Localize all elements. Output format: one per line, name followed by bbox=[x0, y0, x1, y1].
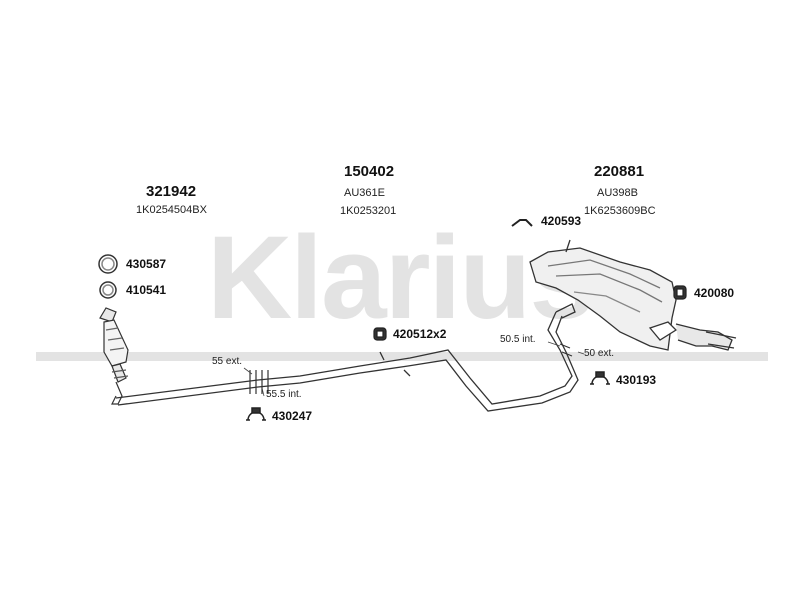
ring-icon-410541 bbox=[99, 281, 117, 299]
clamp-icon-430193 bbox=[590, 371, 610, 385]
exhaust-pipe bbox=[115, 303, 579, 412]
part-code-220881: AU398B bbox=[597, 187, 638, 199]
part-ref-150402: 1K0253201 bbox=[340, 205, 397, 217]
catalytic-converter bbox=[99, 307, 129, 405]
part-number-220881: 220881 bbox=[594, 163, 645, 180]
ring-icon-430587 bbox=[98, 254, 118, 274]
part-ref-220881: 1K6253609BC bbox=[584, 205, 656, 217]
fitting-label-420512x2: 420512x2 bbox=[393, 327, 447, 341]
rear-joint bbox=[559, 343, 573, 357]
fitting-label-430193: 430193 bbox=[616, 373, 657, 387]
part-code-150402: AU361E bbox=[344, 187, 385, 199]
rear-silencer bbox=[529, 239, 737, 351]
dimension-label-55-ext: 55 ext. bbox=[212, 356, 243, 367]
clamp-icon-430247 bbox=[246, 407, 266, 421]
part-number-150402: 150402 bbox=[344, 163, 395, 180]
rubber-mount-icon-420512 bbox=[373, 327, 387, 341]
fitting-label-410541: 410541 bbox=[126, 283, 167, 297]
rubber-mount-icon-420080 bbox=[673, 285, 687, 300]
dimension-lines bbox=[243, 341, 585, 397]
watermark-text: Klarius bbox=[207, 212, 593, 344]
fitting-label-430247: 430247 bbox=[272, 409, 313, 423]
fitting-label-420593: 420593 bbox=[541, 214, 582, 228]
fitting-label-430587: 430587 bbox=[126, 257, 167, 271]
dimension-label-55-5-int: 55.5 int. bbox=[266, 389, 302, 400]
part-number-321942: 321942 bbox=[146, 183, 197, 200]
part-ref-321942: 1K0254504BX bbox=[136, 204, 207, 216]
hanger-icon-420593 bbox=[511, 219, 533, 227]
dimension-label-50-5-int: 50.5 int. bbox=[500, 334, 536, 345]
watermark-underline bbox=[36, 352, 768, 361]
fitting-label-420080: 420080 bbox=[694, 286, 735, 300]
dimension-label-50-ext: 50 ext. bbox=[584, 348, 615, 359]
watermark-logo: Klarius bbox=[36, 212, 768, 361]
